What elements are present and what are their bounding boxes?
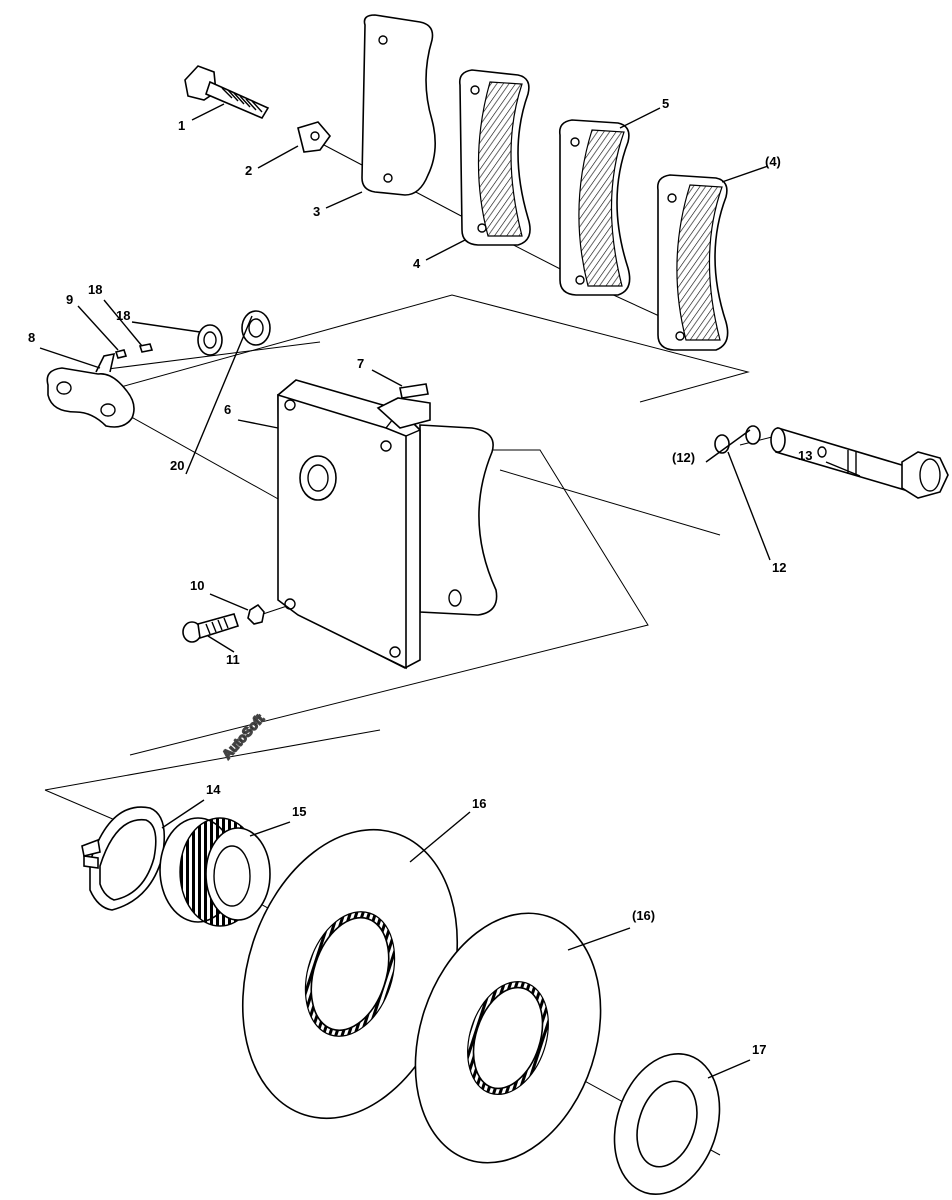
washer-part-18	[197, 324, 223, 356]
callout-5: 5	[662, 96, 669, 111]
callout-11: 11	[226, 652, 240, 667]
callout-1: 1	[178, 118, 185, 133]
callout-20: 20	[170, 458, 184, 473]
callout-6: 6	[224, 402, 231, 417]
brake-pad-part-5	[558, 119, 631, 296]
shaft-bolt-part-13	[770, 426, 949, 499]
friction-disc-part-16	[241, 828, 459, 1120]
pin-part-18	[138, 343, 154, 353]
cotter-pin-part-9	[114, 349, 128, 359]
callout-8: 8	[28, 330, 35, 345]
splined-hub-part-15	[159, 817, 271, 927]
caliper-housing-part-6	[277, 379, 498, 670]
lock-plate-part-2	[297, 121, 332, 153]
callout-16: 16	[472, 796, 486, 811]
brake-pad-part-4	[458, 69, 531, 246]
callout-7: 7	[357, 356, 364, 371]
bolt-part-1	[184, 65, 270, 120]
callout-12-repeat: (12)	[672, 450, 695, 465]
friction-disc-part-16-repeat	[414, 912, 602, 1164]
callout-labels: 1 2 3 4 5 (4) 6 7 8 9 18 18 20 10 11 12 …	[28, 96, 812, 1057]
thrust-washer-part-17	[613, 1053, 721, 1195]
callout-10: 10	[190, 578, 204, 593]
callout-9: 9	[66, 292, 73, 307]
callout-4: 4	[413, 256, 421, 271]
callout-18b: 18	[116, 308, 130, 323]
spacer-part-20	[241, 310, 271, 346]
callout-3: 3	[313, 204, 320, 219]
callout-18a: 18	[88, 282, 102, 297]
lever-part-8	[46, 352, 135, 428]
leader-lines	[39, 103, 861, 1079]
screw-part-11	[182, 613, 240, 643]
snap-ring-part-14	[81, 806, 166, 911]
callout-13: 13	[798, 448, 812, 463]
callout-15: 15	[292, 804, 306, 819]
pin-part-7	[399, 383, 429, 399]
brake-pad-part-4-repeat	[656, 174, 729, 351]
callout-14: 14	[206, 782, 221, 797]
callout-2: 2	[245, 163, 252, 178]
callout-4-repeat: (4)	[765, 154, 781, 169]
o-ring-part-12-repeat	[745, 425, 761, 445]
callout-12: 12	[772, 560, 786, 575]
nut-part-10	[247, 603, 265, 625]
callout-16-repeat: (16)	[632, 908, 655, 923]
callout-17: 17	[752, 1042, 766, 1057]
back-plate-part-3	[361, 14, 436, 196]
